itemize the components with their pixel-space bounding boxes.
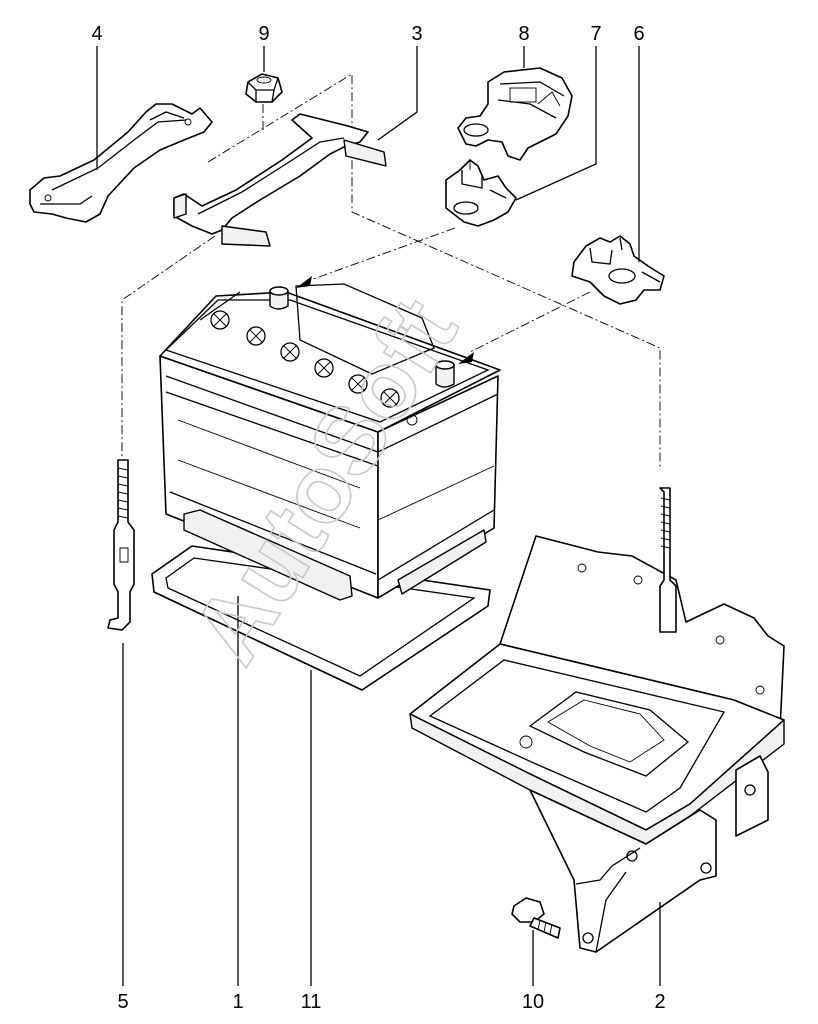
callout-9: 9	[258, 23, 269, 45]
callout-8: 8	[518, 23, 529, 45]
callout-2: 2	[654, 991, 665, 1013]
callout-10: 10	[522, 991, 544, 1013]
negative-terminal-clamp-part	[571, 235, 665, 305]
battery-part	[159, 283, 501, 601]
callout-1: 1	[232, 991, 243, 1013]
alignment-lines	[121, 73, 661, 470]
hold-down-clamp-bar-part	[173, 113, 387, 247]
callout-labels: 4 9 3 8 7 6 5 1 11 10 2	[91, 23, 665, 1013]
leader-lines	[96, 46, 661, 986]
nut-part	[245, 73, 283, 103]
callout-4: 4	[91, 23, 102, 45]
tray-bolt-part	[511, 897, 561, 939]
callout-5: 5	[117, 991, 128, 1013]
arrows	[296, 276, 474, 364]
callout-11: 11	[301, 991, 322, 1013]
retaining-strap-part	[29, 103, 213, 223]
battery-tray-part	[409, 487, 785, 953]
callout-7: 7	[590, 23, 601, 45]
callout-3: 3	[411, 23, 422, 45]
terminal-cover-part	[457, 67, 573, 161]
callout-6: 6	[633, 23, 644, 45]
hook-bolt-part	[107, 459, 135, 631]
positive-terminal-clamp-part	[445, 159, 517, 227]
